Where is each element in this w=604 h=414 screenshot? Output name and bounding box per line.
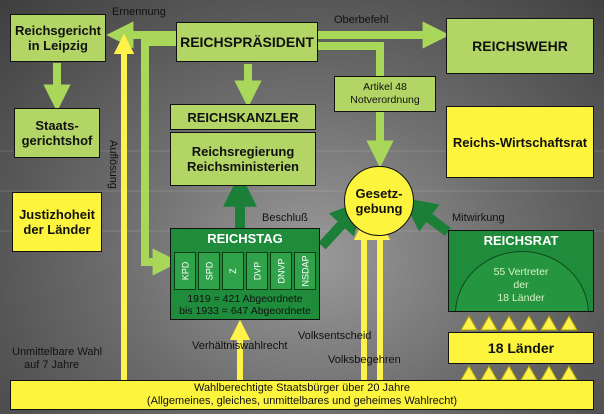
waehler-triangle <box>560 364 578 381</box>
arrow-aufloesung <box>141 38 180 276</box>
reichswehr-label: REICHSWEHR <box>472 38 568 54</box>
laender-triangle <box>520 314 538 331</box>
staatsgerichtshof-label: Staats-gerichtshof <box>21 118 93 148</box>
party-dvp: DVP <box>246 252 268 290</box>
waehler-triangle <box>480 364 498 381</box>
party-nsdap: NSDAP <box>294 252 316 290</box>
reichsrat-line1: 55 Vertreter <box>493 266 549 278</box>
laender-triangle <box>560 314 578 331</box>
wirtschaftsrat-box: Reichs-Wirtschaftsrat <box>446 106 594 178</box>
waehler-line1: Wahlberechtigte Staatsbürger über 20 Jah… <box>193 382 411 394</box>
reichsrat-line3: 18 Länder <box>497 292 545 304</box>
reichsrat-line2: der <box>513 279 529 291</box>
reichskanzler-label: REICHSKANZLER <box>187 109 299 125</box>
laender-triangle <box>500 314 518 331</box>
party-dnvp: DNVP <box>270 252 292 290</box>
artikel48-box: Artikel 48 Notverordnung <box>334 76 436 112</box>
background-photo-stripe <box>0 190 604 192</box>
reichstag-line1: 1919 = 421 Abgeordnete <box>187 293 303 305</box>
laender-triangle <box>480 314 498 331</box>
laender-box: 18 Länder <box>448 332 594 364</box>
party-spd: SPD <box>198 252 220 290</box>
wirtschaftsrat-label: Reichs-Wirtschaftsrat <box>452 134 588 150</box>
label-ernennung: Ernennung <box>112 6 166 18</box>
arrow-reichstag-gesetzgebung <box>318 200 365 250</box>
reichswehr-box: REICHSWEHR <box>446 18 594 74</box>
party-label: DVP <box>251 261 262 281</box>
label-volksbegehren: Volksbegehren <box>328 354 401 366</box>
laender-triangle <box>540 314 558 331</box>
waehler-triangle <box>460 364 478 381</box>
reichsregierung-box: Reichsregierung Reichsministerien <box>170 132 316 186</box>
waehler-triangle <box>520 364 538 381</box>
label-oberbefehl: Oberbefehl <box>334 14 389 26</box>
reichstag-title: REICHSTAG <box>207 231 283 246</box>
arrow-reichsrat-gesetzgebung <box>402 197 451 236</box>
reichsgericht-label: Reichsgericht in Leipzig <box>15 23 101 53</box>
laender-label: 18 Länder <box>487 340 555 356</box>
waehler-triangle <box>500 364 518 381</box>
laender-triangle <box>460 314 478 331</box>
gesetzgebung-circle: Gesetz-gebung <box>344 166 414 236</box>
staatsgerichtshof-box: Staats-gerichtshof <box>14 108 100 158</box>
justizhoheit-label: Justizhoheit der Länder <box>19 207 95 237</box>
artikel48-label: Artikel 48 Notverordnung <box>350 81 420 106</box>
label-unmittelbare-wahl-2: auf 7 Jahre <box>24 359 80 371</box>
reichsrat-title: REICHSRAT <box>483 233 559 248</box>
party-label: DNVP <box>276 258 287 284</box>
party-label: Z <box>228 268 238 274</box>
label-unmittelbare-wahl-1: Unmittelbare Wahl <box>12 346 103 358</box>
party-label: SPD <box>203 261 214 281</box>
reichspraesident-box: REICHSPRÄSIDENT <box>176 22 318 62</box>
reichskanzler-box: REICHSKANZLER <box>170 104 316 130</box>
party-kpd: KPD <box>174 252 196 290</box>
party-label: NSDAP <box>300 255 311 287</box>
laender-triangle-row <box>460 314 578 331</box>
reichsregierung-label: Reichsregierung Reichsministerien <box>187 144 299 174</box>
waehler-triangle <box>540 364 558 381</box>
waehler-triangle-row <box>460 364 578 381</box>
waehler-bar: Wahlberechtigte Staatsbürger über 20 Jah… <box>10 380 594 410</box>
party-zentrum: Z <box>222 252 244 290</box>
label-verhaeltniswahlrecht: Verhältniswahlrecht <box>192 340 288 352</box>
label-volksentscheid: Volksentscheid <box>298 330 372 342</box>
reichstag-line2: bis 1933 = 647 Abgeordnete <box>179 305 311 317</box>
reichspraesident-label: REICHSPRÄSIDENT <box>180 34 314 50</box>
label-aufloesung: Auflösung <box>107 140 119 189</box>
label-mitwirkung: Mitwirkung <box>452 212 505 224</box>
waehler-line2: (Allgemeines, gleiches, unmittelbares un… <box>146 395 458 407</box>
arrow-artikel48 <box>318 42 394 168</box>
label-beschluss: Beschluß <box>262 212 308 224</box>
reichsgericht-box: Reichsgericht in Leipzig <box>10 14 106 62</box>
reichsrat-box <box>448 230 594 312</box>
gesetzgebung-label: Gesetz-gebung <box>355 186 403 216</box>
justizhoheit-box: Justizhoheit der Länder <box>12 192 102 252</box>
party-label: KPD <box>179 261 190 281</box>
